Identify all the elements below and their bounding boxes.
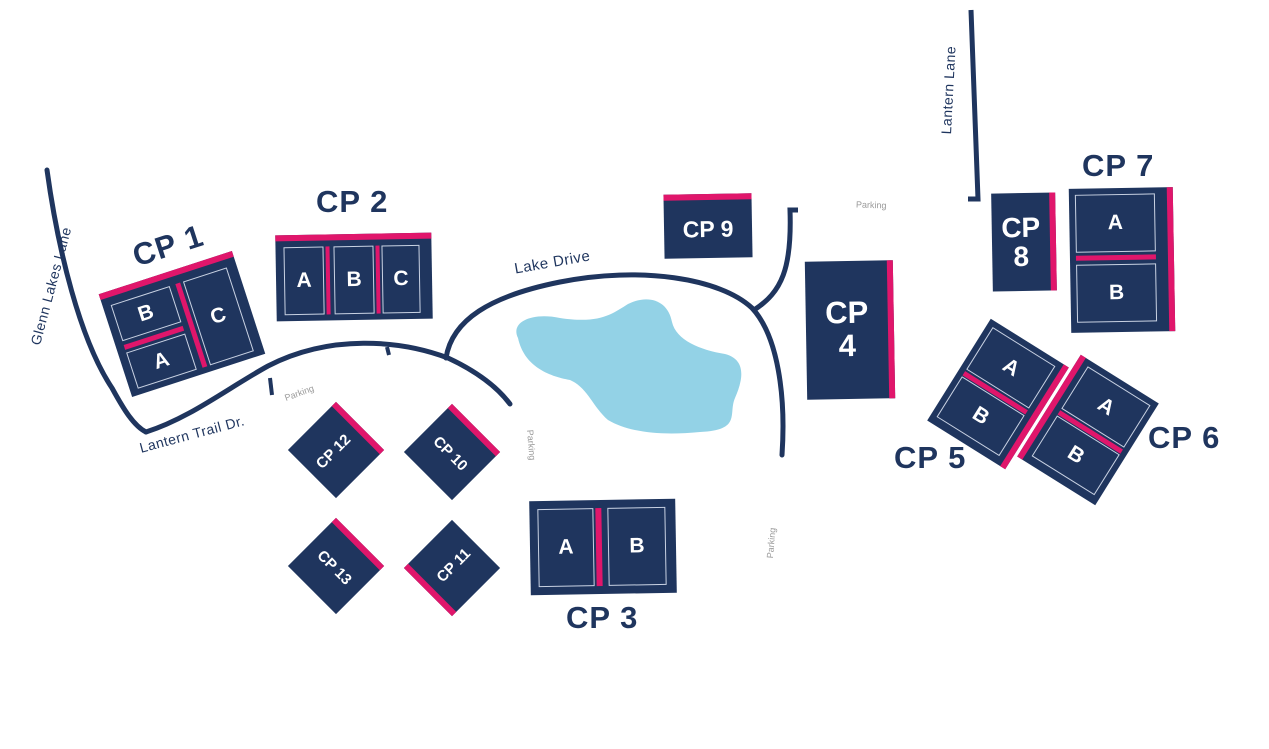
cp3-accent <box>595 508 603 587</box>
cp2-accent <box>375 245 381 314</box>
cp2-unit-a[interactable]: A <box>283 246 325 316</box>
cp7-unit-b[interactable]: B <box>1076 263 1158 323</box>
lantern-lane-road <box>968 9 981 202</box>
cp7-unit-a[interactable]: A <box>1074 193 1156 253</box>
cp6-label: CP 6 <box>1148 420 1221 455</box>
cp3-label: CP 3 <box>566 600 639 635</box>
lake <box>516 299 742 434</box>
cp3-unit-b[interactable]: B <box>607 506 667 586</box>
cp2-unit-b[interactable]: B <box>333 245 375 315</box>
lantern-trail-spur <box>268 377 274 396</box>
cp4-building[interactable]: CP 4 <box>804 260 896 400</box>
cp5-label: CP 5 <box>894 440 967 475</box>
lantern-trail-spur-2 <box>385 346 391 356</box>
glenn-lakes-road <box>44 167 149 435</box>
lake-drive-road <box>443 272 786 458</box>
parking-label: Parking <box>855 199 887 211</box>
cp9-label: CP 9 <box>682 215 734 243</box>
cp8-building[interactable]: CP 8 <box>991 192 1057 292</box>
cp4-label: CP 4 <box>824 295 869 364</box>
cp3-unit-a[interactable]: A <box>537 508 595 588</box>
cp2-label: CP 2 <box>316 184 389 219</box>
cp3-building[interactable]: A B <box>529 498 677 596</box>
cp8-label: CP 8 <box>1001 211 1041 273</box>
cp9-connector-road <box>752 207 798 313</box>
cp9-building[interactable]: CP 9 <box>663 193 753 259</box>
lantern-trail-road <box>143 340 513 435</box>
cp2-accent <box>325 246 331 315</box>
cp2-unit-c[interactable]: C <box>381 244 421 314</box>
cp2-building[interactable]: A B C <box>275 232 433 322</box>
cp7-accent <box>1075 254 1156 261</box>
cp7-building[interactable]: A B <box>1068 187 1176 333</box>
cp7-label: CP 7 <box>1082 148 1155 183</box>
